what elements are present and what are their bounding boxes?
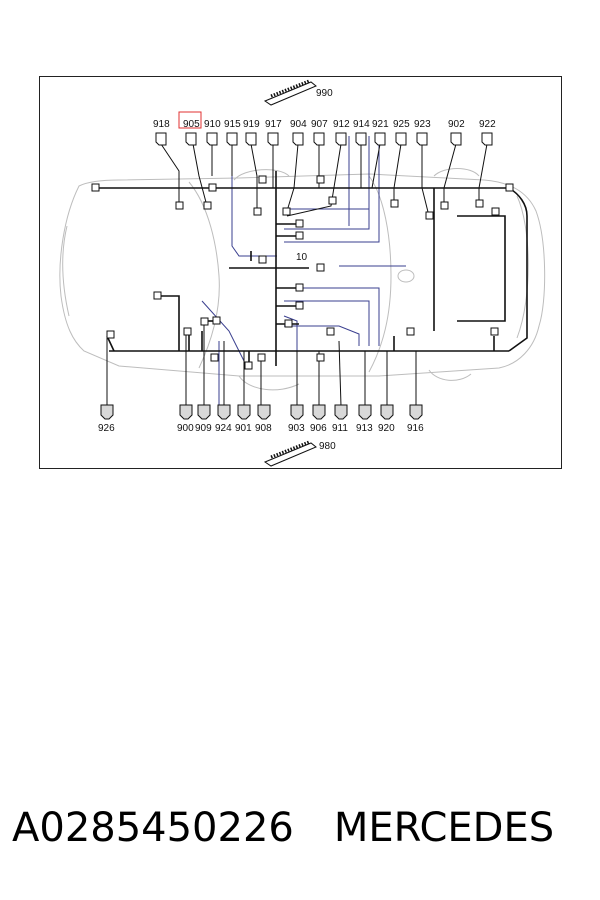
- connector-label-909: 909: [195, 423, 212, 434]
- connector-shape-925: [395, 132, 407, 146]
- connector-shape-916: [409, 404, 423, 420]
- connector-label-920: 920: [378, 423, 395, 434]
- connector-shape-926: [100, 404, 114, 420]
- branch-label-10: 10: [296, 252, 308, 263]
- connector-label-917: 917: [265, 119, 282, 130]
- secondary-wires: [201, 136, 406, 406]
- connector-label-903: 903: [288, 423, 305, 434]
- block-label-990: 990: [316, 88, 333, 99]
- part-number: A0285450226: [12, 805, 294, 851]
- connector-label-926: 926: [98, 423, 115, 434]
- connector-912[interactable]: 912: [333, 119, 350, 146]
- connector-block-990[interactable]: 990: [263, 79, 333, 106]
- connector-shape-911: [334, 404, 348, 420]
- connector-shape-906: [312, 404, 326, 420]
- connector-906[interactable]: 906: [310, 404, 327, 434]
- connector-label-908: 908: [255, 423, 272, 434]
- connector-shape-922: [481, 132, 493, 146]
- connector-shape-904: [292, 132, 304, 146]
- connector-shape-910: [206, 132, 218, 146]
- connector-926[interactable]: 926: [98, 404, 115, 434]
- connector-908[interactable]: 908: [255, 404, 272, 434]
- highlight-box: [178, 111, 202, 129]
- brand-name: MERCEDES: [333, 805, 555, 851]
- connector-label-904: 904: [290, 119, 307, 130]
- connector-902[interactable]: 902: [448, 119, 465, 146]
- connector-909[interactable]: 909: [195, 404, 212, 434]
- connector-918[interactable]: 918: [153, 119, 170, 146]
- connector-shape-900: [179, 404, 193, 420]
- connector-label-914: 914: [353, 119, 370, 130]
- connector-907[interactable]: 907: [311, 119, 328, 146]
- connector-911[interactable]: 911: [332, 404, 348, 434]
- wiring-harness-diagram: 990 980 10 91890591091591991790490791291…: [59, 79, 546, 467]
- connector-label-907: 907: [311, 119, 328, 130]
- connector-910[interactable]: 910: [204, 119, 221, 146]
- bottom-drop-wires: [106, 321, 417, 407]
- connector-917[interactable]: 917: [265, 119, 282, 146]
- connector-905[interactable]: 905: [183, 119, 200, 146]
- connector-shape-907: [313, 132, 325, 146]
- connector-900[interactable]: 900: [177, 404, 194, 434]
- connector-label-911: 911: [332, 423, 348, 434]
- connector-label-923: 923: [414, 119, 431, 130]
- connector-904[interactable]: 904: [290, 119, 307, 146]
- connector-label-919: 919: [243, 119, 260, 130]
- connector-shape-917: [267, 132, 279, 146]
- connector-label-901: 901: [235, 423, 252, 434]
- connector-shape-902: [450, 132, 462, 146]
- connector-shape-905: [185, 132, 197, 146]
- connector-shape-920: [380, 404, 394, 420]
- connector-924[interactable]: 924: [215, 404, 232, 434]
- connector-923[interactable]: 923: [414, 119, 431, 146]
- connector-shape-923: [416, 132, 428, 146]
- connector-label-918: 918: [153, 119, 170, 130]
- connector-label-925: 925: [393, 119, 410, 130]
- connector-block-980[interactable]: 980: [263, 440, 336, 467]
- main-harness: [97, 171, 528, 366]
- connector-shape-921: [374, 132, 386, 146]
- inline-connectors: [91, 175, 514, 370]
- connector-shape-918: [155, 132, 167, 146]
- connector-903[interactable]: 903: [288, 404, 305, 434]
- connector-shape-919: [245, 132, 257, 146]
- connector-shape-912: [335, 132, 347, 146]
- connector-915[interactable]: 915: [224, 119, 241, 146]
- connector-shape-903: [290, 404, 304, 420]
- connector-shape-909: [197, 404, 211, 420]
- connector-label-900: 900: [177, 423, 194, 434]
- connector-label-915: 915: [224, 119, 241, 130]
- top-drop-wires: [160, 143, 488, 217]
- connector-shape-908: [257, 404, 271, 420]
- connector-label-902: 902: [448, 119, 465, 130]
- connector-label-924: 924: [215, 423, 232, 434]
- connector-label-905: 905: [183, 119, 200, 130]
- product-caption: A0285450226 MERCEDES: [12, 805, 592, 851]
- connector-922[interactable]: 922: [479, 119, 496, 146]
- connector-920[interactable]: 920: [378, 404, 395, 434]
- connector-shape-914: [355, 132, 367, 146]
- connector-label-910: 910: [204, 119, 221, 130]
- connector-921[interactable]: 921: [372, 119, 389, 146]
- connector-label-913: 913: [356, 423, 373, 434]
- connector-shape-913: [358, 404, 372, 420]
- connector-shape-915: [226, 132, 238, 146]
- connector-label-922: 922: [479, 119, 496, 130]
- connector-919[interactable]: 919: [243, 119, 260, 146]
- connector-901[interactable]: 901: [235, 404, 252, 434]
- connector-shape-901: [237, 404, 251, 420]
- connector-label-906: 906: [310, 423, 327, 434]
- connector-913[interactable]: 913: [356, 404, 373, 434]
- connector-shape-924: [217, 404, 231, 420]
- connector-label-912: 912: [333, 119, 350, 130]
- car-outline: [59, 168, 546, 391]
- connector-914[interactable]: 914: [353, 119, 370, 146]
- connector-916[interactable]: 916: [407, 404, 424, 434]
- connector-925[interactable]: 925: [393, 119, 410, 146]
- block-label-980: 980: [319, 441, 336, 452]
- connector-label-921: 921: [372, 119, 389, 130]
- connector-label-916: 916: [407, 423, 424, 434]
